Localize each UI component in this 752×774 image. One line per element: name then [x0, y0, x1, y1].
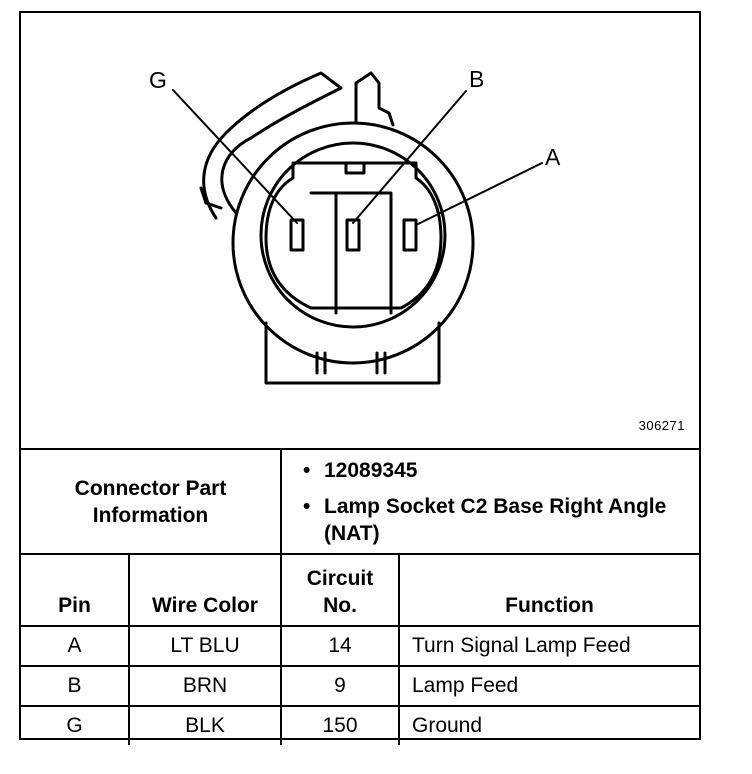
table-row: B BRN 9 Lamp Feed: [21, 665, 699, 707]
inner-ring: [259, 141, 447, 329]
figure-number: 306271: [638, 418, 685, 433]
pin-label-a: A: [545, 144, 561, 170]
terminal-g: [289, 218, 305, 252]
cell-circuit: 150: [280, 705, 400, 745]
leader-b: [352, 90, 467, 224]
table-row: A LT BLU 14 Turn Signal Lamp Feed: [21, 625, 699, 667]
cell-circuit: 14: [280, 625, 400, 667]
cell-pin: A: [21, 625, 130, 667]
connector-info-label: Connector Part Information: [74, 476, 227, 527]
connector-info: Connector Part Information 12089345 Lamp…: [21, 450, 699, 555]
socket-cavity: [264, 161, 443, 310]
cell-wire-color: LT BLU: [128, 625, 282, 667]
terminal-b: [345, 218, 361, 252]
cell-function: Ground: [398, 705, 699, 745]
outer-ring: [231, 121, 475, 365]
header-circuit-line1: Circuit: [306, 567, 374, 590]
cell-pin: B: [21, 665, 130, 707]
connector-info-label-cell: Connector Part Information: [21, 450, 282, 553]
header-wire-color: Wire Color: [128, 555, 282, 627]
pin-label-b: B: [469, 66, 484, 92]
cell-function: Lamp Feed: [398, 665, 699, 707]
table-row: G BLK 150 Ground: [21, 705, 699, 745]
header-pin: Pin: [21, 555, 130, 627]
cell-function: Turn Signal Lamp Feed: [398, 625, 699, 667]
cell-circuit: 9: [280, 665, 400, 707]
header-circuit: Circuit No.: [280, 555, 400, 627]
pin-table: Pin Wire Color Circuit No. Function A LT…: [21, 555, 699, 745]
part-description: Lamp Socket C2 Base Right Angle (NAT): [303, 493, 684, 547]
terminal-a: [402, 218, 418, 252]
locking-tab: [202, 71, 343, 220]
part-number: 12089345: [303, 457, 418, 484]
top-key: [354, 71, 395, 127]
connector-drawing: G B A: [149, 66, 561, 385]
cell-wire-color: BRN: [128, 665, 282, 707]
header-circuit-line2: No.: [323, 594, 357, 617]
table-header-row: Pin Wire Color Circuit No. Function: [21, 555, 699, 627]
pin-label-g: G: [149, 67, 167, 93]
connector-sheet: G B A 306271 Connector Part Information …: [19, 11, 701, 745]
leader-g: [172, 89, 298, 224]
base-shell: [264, 321, 441, 385]
cell-wire-color: BLK: [128, 705, 282, 745]
header-function: Function: [398, 555, 699, 627]
cell-pin: G: [21, 705, 130, 745]
leader-a: [415, 162, 543, 226]
connector-diagram: G B A 306271: [21, 13, 699, 450]
connector-info-details: 12089345 Lamp Socket C2 Base Right Angle…: [282, 450, 699, 553]
